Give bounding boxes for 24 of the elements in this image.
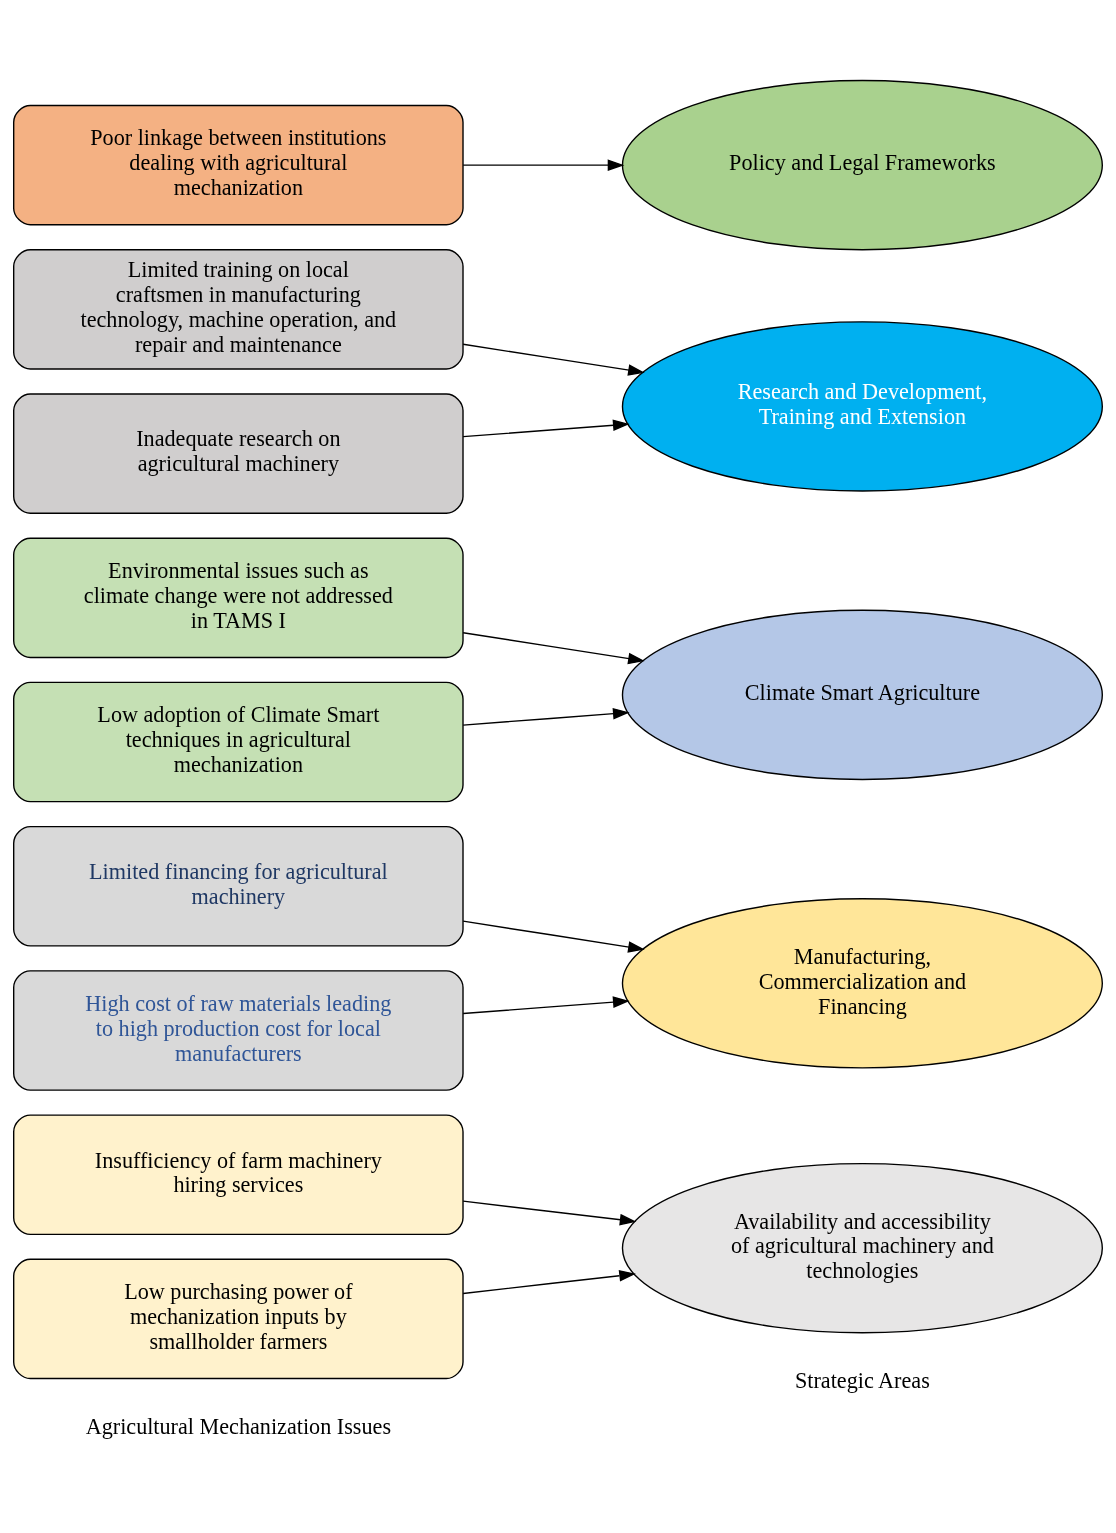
node-ellipse: Policy and Legal Frameworks: [621, 79, 1103, 250]
node-text: Agricultural Mechanization Issues: [85, 1413, 392, 1439]
node-box: Environmental issues such as climate change were not addressed in TAMS I: [13, 537, 464, 658]
arrow: [462, 1269, 636, 1294]
node-ellipse: Research and Development, Training and Extension: [621, 320, 1103, 492]
arrow: [462, 158, 625, 171]
node-ellipse: Climate Smart Agriculture: [621, 609, 1103, 780]
arrow: [462, 631, 645, 664]
node-box: Inadequate research on agricultural machinery: [13, 392, 464, 514]
arrow: [462, 1199, 637, 1225]
node-box: Limited training on local craftsmen in manufacturing technology, machine operation, and repair and maintenance: [13, 248, 464, 370]
node-box: Low adoption of Climate Smart techniques in agricultural mechanization: [13, 681, 464, 802]
node-box: High cost of raw materials leading to high production cost for local manufacturers: [13, 969, 464, 1091]
node-box: Limited financing for agricultural machinery: [13, 825, 464, 947]
arrow: [462, 343, 645, 376]
arrow: [462, 995, 630, 1014]
arrow: [462, 418, 630, 437]
node-box: Poor linkage between institutions dealing with agricultural mechanization: [13, 104, 464, 225]
arrow: [462, 707, 630, 726]
node-box: Insufficiency of farm machinery hiring services: [13, 1113, 464, 1235]
node-text: Strategic Areas: [794, 1367, 930, 1393]
node-box: Low purchasing power of mechanization inputs by smallholder farmers: [13, 1258, 464, 1379]
node-ellipse: Manufacturing, Commercialization and Financing: [621, 897, 1103, 1069]
arrow: [462, 919, 645, 953]
